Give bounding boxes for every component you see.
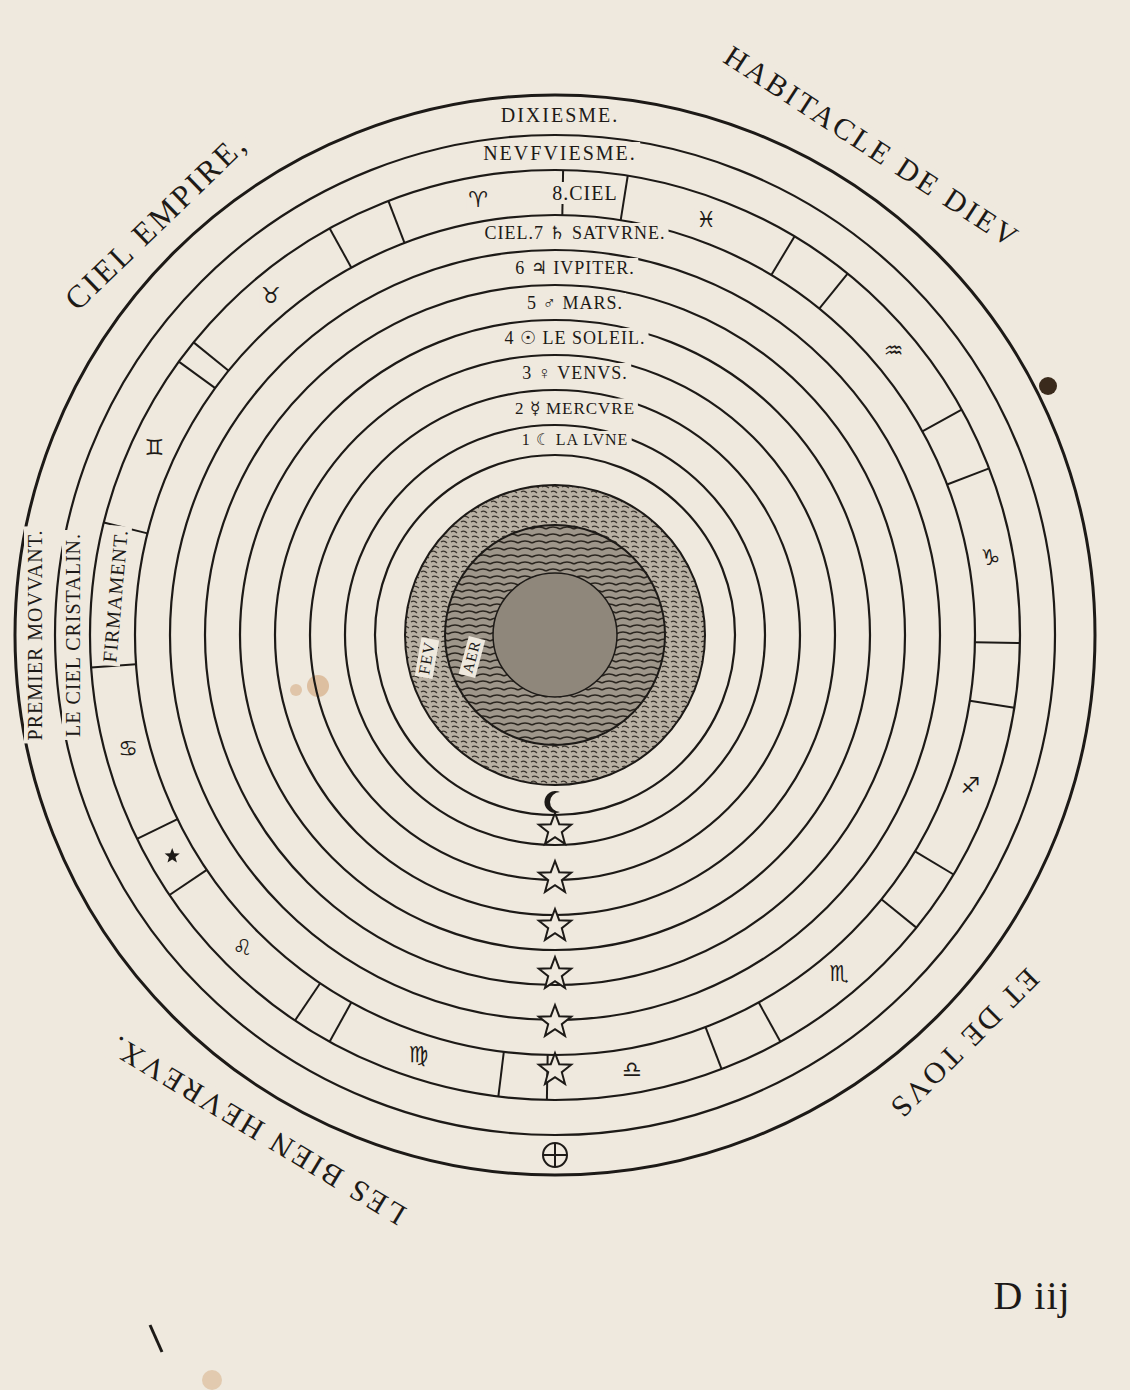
star-chain: [539, 861, 571, 892]
zodiac-sign: ♒: [882, 339, 906, 363]
zodiac-divider: [169, 870, 206, 895]
star: [165, 848, 180, 863]
sphere-label: 8.CIEL: [549, 182, 620, 204]
star-chain: [539, 1053, 571, 1084]
star-chain: [539, 909, 571, 940]
sphere-label: 4 ☉ LE SOLEIL.: [502, 328, 649, 348]
zodiac-divider: [915, 851, 954, 874]
zodiac-sign: ♊: [143, 436, 167, 460]
zodiac-divider: [179, 362, 215, 388]
sphere-label: FEV: [415, 637, 440, 679]
sphere-label: CIEL EMPIRE,: [56, 124, 256, 319]
zodiac-divider: [706, 1027, 722, 1069]
zodiac-divider: [621, 176, 628, 220]
zodiac-sign: ♍: [407, 1043, 431, 1067]
zodiac-sign: ♏: [827, 962, 851, 986]
zodiac-divider: [498, 1052, 503, 1097]
star-chain: [539, 1005, 571, 1036]
zodiac-divider: [771, 236, 794, 275]
zodiac-divider: [759, 1002, 781, 1041]
zodiac-sign: ♌: [231, 936, 255, 960]
zodiac-divider: [137, 819, 177, 839]
zodiac-sign: ♈: [466, 188, 490, 212]
zodiac-sign: ♋: [116, 737, 140, 761]
zodiac-sign: ♉: [259, 284, 283, 308]
sphere-label: NEVFVIESME.: [480, 142, 640, 164]
sphere-label: ET DE TOVS: [880, 960, 1047, 1127]
sphere-label: CIEL.7 ♄ SATVRNE.: [482, 223, 669, 243]
zodiac-divider: [975, 641, 1020, 644]
signature-mark: D iij: [990, 1275, 1073, 1317]
zodiac-sign: ♐: [958, 774, 982, 798]
zodiac-divider: [819, 274, 847, 309]
zodiac-divider: [330, 1002, 352, 1041]
sphere-label: 1 ☾ LA LVNE: [519, 431, 632, 449]
stains: [202, 377, 1057, 1390]
sphere-rings: [15, 95, 1095, 1175]
zodiac-divider: [388, 201, 404, 243]
zodiac-sign: ♓: [694, 208, 718, 232]
zodiac-divider: [922, 410, 961, 432]
zodiac-divider: [970, 701, 1014, 708]
zodiac-divider: [330, 228, 352, 267]
earth-globe: [405, 485, 705, 785]
zodiac-divider: [947, 468, 989, 484]
sphere-label: PREMIER MOVVANT.: [24, 527, 46, 744]
zodiac-divider: [295, 983, 320, 1020]
sphere-label: 3 ♀ VENVS.: [519, 363, 631, 383]
zodiac-sign: ♑: [978, 546, 1002, 570]
sphere-label: LE CIEL CRISTALIN.: [62, 530, 84, 740]
star-chain: [539, 813, 571, 844]
sphere-label: FIRMAMENT.: [98, 526, 132, 667]
ink-mark: [150, 1325, 162, 1352]
star-chain: [539, 957, 571, 988]
sphere-label: 2 ☿ MERCVRE: [512, 399, 638, 418]
zodiac-divider: [881, 899, 916, 927]
cross-circle: [543, 1143, 567, 1167]
zodiac-divider: [194, 342, 229, 370]
moon-crescent: [544, 791, 560, 813]
sphere-label: 5 ♂ MARS.: [524, 293, 626, 313]
zodiac-sign: ♎: [620, 1058, 644, 1082]
sphere-label: DIXIESME.: [498, 104, 623, 126]
zodiac-dividers-and-stars: [91, 170, 1020, 1167]
sphere-label: 6 ♃ IVPITER.: [512, 258, 638, 278]
sphere-label: AER: [459, 636, 486, 678]
sphere-label: HABITACLE DE DIEV: [716, 38, 1028, 256]
cross-circle: [543, 1143, 567, 1167]
sphere-label: LES BIEN HEVREVX.: [101, 1028, 414, 1234]
